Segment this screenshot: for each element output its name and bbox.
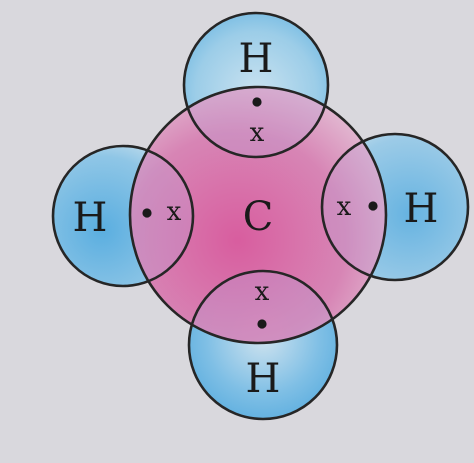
hydrogen-electron-dot-top	[252, 97, 262, 107]
hydrogen-label-bottom: H	[246, 356, 281, 402]
hydrogen-shell-right-outline	[320, 132, 470, 282]
carbon-electron-x-top: x	[250, 118, 265, 148]
hydrogen-electron-dot-right	[368, 201, 378, 211]
carbon-electron-x-bottom: x	[255, 277, 270, 307]
hydrogen-electron-dot-left	[142, 208, 152, 218]
hydrogen-electron-dot-bottom	[257, 319, 267, 329]
hydrogen-label-top: H	[239, 36, 274, 82]
carbon-electron-x-left: x	[167, 197, 182, 227]
hydrogen-shell-top-outline	[182, 11, 330, 159]
hydrogen-shell-bottom-outline	[187, 269, 339, 421]
hydrogen-label-left: H	[73, 195, 108, 241]
hydrogen-shell-left-outline	[51, 144, 195, 288]
carbon-label: C	[243, 194, 274, 240]
carbon-shell-outline	[128, 85, 388, 345]
overlap-tints	[130, 87, 386, 343]
carbon-shell	[130, 87, 386, 343]
carbon-electron-x-right: x	[337, 192, 352, 222]
hydrogen-label-right: H	[404, 186, 439, 232]
